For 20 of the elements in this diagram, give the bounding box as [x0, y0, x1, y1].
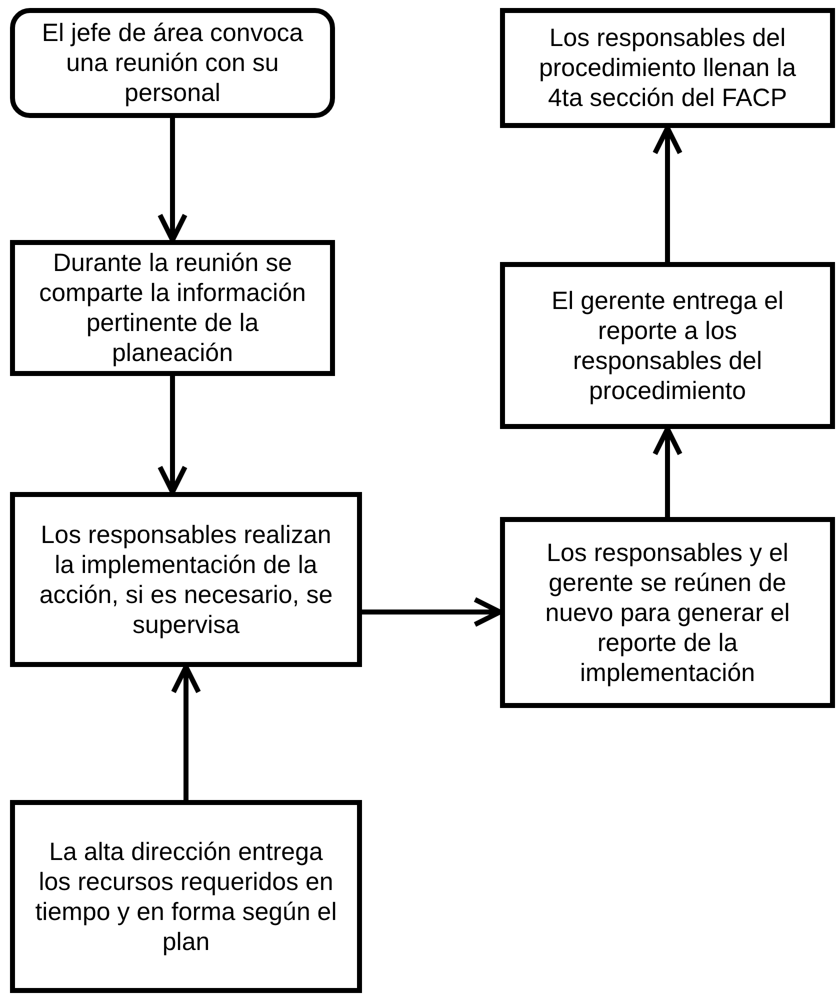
step-text: El jefe de área convoca una reunión con su personal — [40, 18, 304, 108]
arrow — [652, 426, 682, 517]
arrow — [158, 376, 188, 494]
process-box — [500, 517, 835, 708]
arrow — [158, 118, 188, 242]
step-text: El gerente entrega el reporte a los responsables del procedimiento — [550, 286, 785, 406]
process-box — [10, 492, 362, 667]
step-text: Los responsables del procedimiento llenan la 4ta sección del FACP — [538, 23, 798, 113]
step-text: Los responsables y el gerente se reúnen de nuevo para generar el reporte de la implementación — [544, 538, 791, 688]
arrow — [171, 664, 201, 800]
process-box — [10, 240, 335, 376]
arrow — [652, 126, 682, 262]
process-box — [500, 8, 835, 128]
step-text: Durante la reunión se comparte la información pertinente de la planeación — [38, 248, 307, 368]
start-box — [10, 8, 335, 118]
process-box — [500, 262, 835, 429]
process-box — [10, 800, 362, 993]
step-text: La alta dirección entrega los recursos requeridos en tiempo y en forma según el plan — [34, 836, 338, 956]
arrow — [362, 597, 502, 627]
step-text: Los responsables realizan la implementación de la acción, si es necesario, se supervisa — [38, 520, 334, 640]
